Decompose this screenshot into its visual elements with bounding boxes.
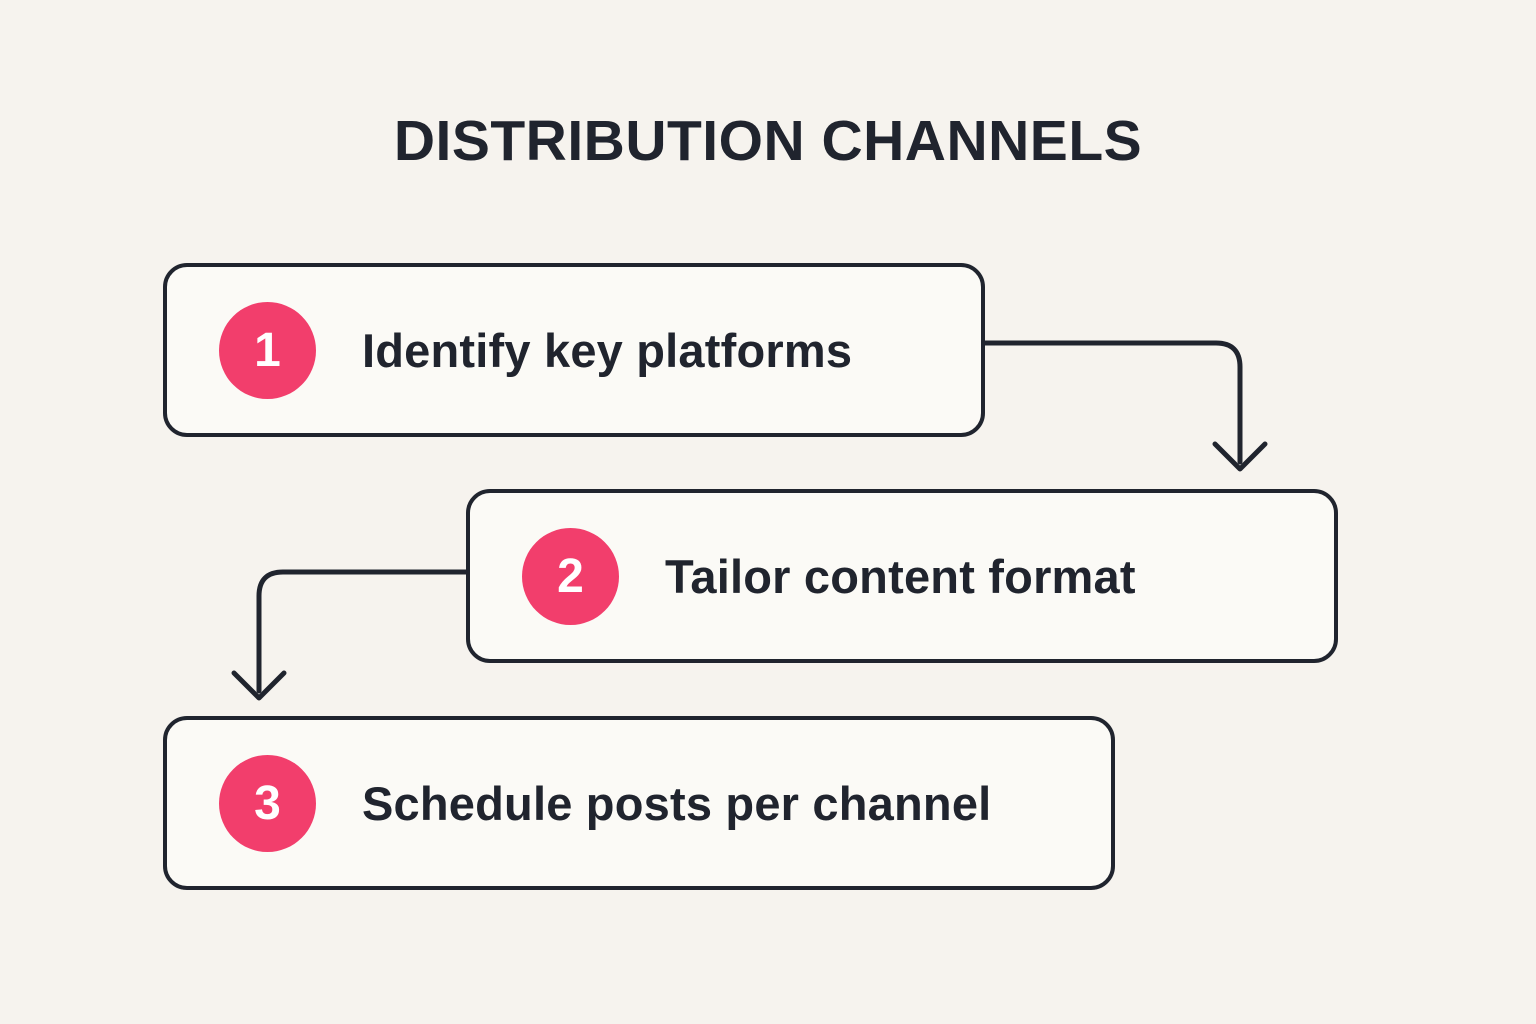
diagram-title: DISTRIBUTION CHANNELS: [393, 109, 1143, 173]
arrow-step2-to-step3: [231, 569, 469, 701]
arrow-step1-to-step2-head: [1212, 441, 1268, 472]
step-number-badge-2: 2: [522, 527, 619, 625]
step-label-3: Schedule posts per channel: [362, 776, 992, 830]
step-box-2: 2 Tailor content format: [466, 489, 1338, 663]
arrow-step2-to-step3-head: [231, 670, 287, 701]
step-box-1: 1 Identify key platforms: [163, 263, 985, 437]
arrow-step1-to-step2: [982, 340, 1268, 472]
arrow-step1-to-step2-line: [982, 340, 1243, 465]
step-box-3: 3 Schedule posts per channel: [163, 716, 1115, 890]
arrow-step2-to-step3-line: [256, 569, 469, 694]
step-label-1: Identify key platforms: [362, 323, 853, 377]
step-number-badge-3: 3: [219, 754, 316, 852]
step-label-2: Tailor content format: [665, 549, 1136, 603]
step-number-badge-1: 1: [219, 301, 316, 399]
